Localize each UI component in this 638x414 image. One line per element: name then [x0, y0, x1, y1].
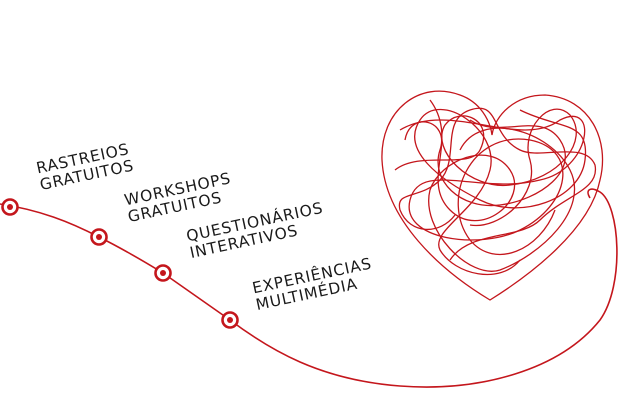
timeline-path	[0, 188, 618, 388]
heart-scribble-icon	[381, 90, 604, 301]
timeline-markers	[1, 198, 239, 329]
marker-1[interactable]	[1, 198, 19, 216]
marker-3[interactable]	[154, 264, 172, 282]
marker-2[interactable]	[90, 228, 108, 246]
marker-4[interactable]	[221, 311, 239, 329]
